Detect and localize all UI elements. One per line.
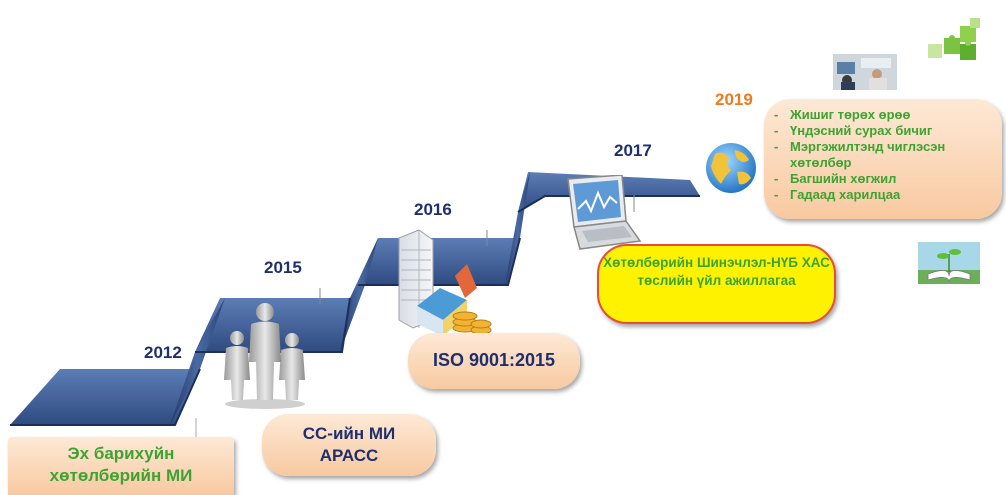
box-2017-line3: төслийн үйл ажиллагаа <box>637 273 796 288</box>
box-2016-text: ISO 9001:2015 <box>432 350 556 370</box>
globe-icon <box>703 140 759 201</box>
year-2016: 2016 <box>414 200 452 219</box>
box-2016: ISO 9001:2015 <box>408 333 580 389</box>
year-2012: 2012 <box>144 343 182 362</box>
list-item-2019: Багшийн хөгжил <box>768 171 996 187</box>
box-2017-line1: Хөтөлбөрийн <box>603 255 694 270</box>
classroom-photo-icon <box>833 54 897 95</box>
year-2019: 2019 <box>715 90 753 109</box>
stair-tread-2012 <box>10 369 200 425</box>
stair-riser-3 <box>505 172 530 285</box>
building-coins-icon <box>395 228 495 343</box>
list-item-2019: Гадаад харилцаа <box>768 187 996 203</box>
box-2012-line1: Эх барихуйн <box>67 444 175 463</box>
list-2019: Жишиг төрөх өрөө Үндэсний сурах бичиг Мэ… <box>768 107 996 203</box>
people-icon <box>220 300 310 415</box>
box-2015: СС-ийн МИ АРАСС <box>262 414 436 476</box>
year-2015: 2015 <box>264 258 302 277</box>
book-plant-icon <box>918 242 980 289</box>
box-2017-line2: Шинэчлэл-НҮБ ХАС <box>696 255 830 270</box>
box-2015-line1: СС-ийн МИ <box>302 424 396 443</box>
stair-riser-2 <box>340 238 378 352</box>
stair-riser-1 <box>170 298 225 425</box>
box-2017: Хөтөлбөрийн Шинэчлэл-НҮБ ХАС төслийн үйл… <box>597 244 836 324</box>
laptop-chart-icon <box>560 174 642 258</box>
year-2017: 2017 <box>614 141 652 160</box>
puzzle-icon <box>926 18 986 71</box>
list-item-2019: Үндэсний сурах бичиг <box>768 123 996 139</box>
box-2019: Жишиг төрөх өрөө Үндэсний сурах бичиг Мэ… <box>764 99 1002 219</box>
box-2012-line2: хөтөлбөрийн МИ <box>49 466 193 485</box>
list-item-2019: Мэргэжилтэнд чиглэсэн хөтөлбөр <box>768 139 996 171</box>
list-item-2019: Жишиг төрөх өрөө <box>768 107 996 123</box>
box-2012: Эх барихуйн хөтөлбөрийн МИ <box>8 437 234 495</box>
box-2015-line2: АРАСС <box>319 446 379 465</box>
